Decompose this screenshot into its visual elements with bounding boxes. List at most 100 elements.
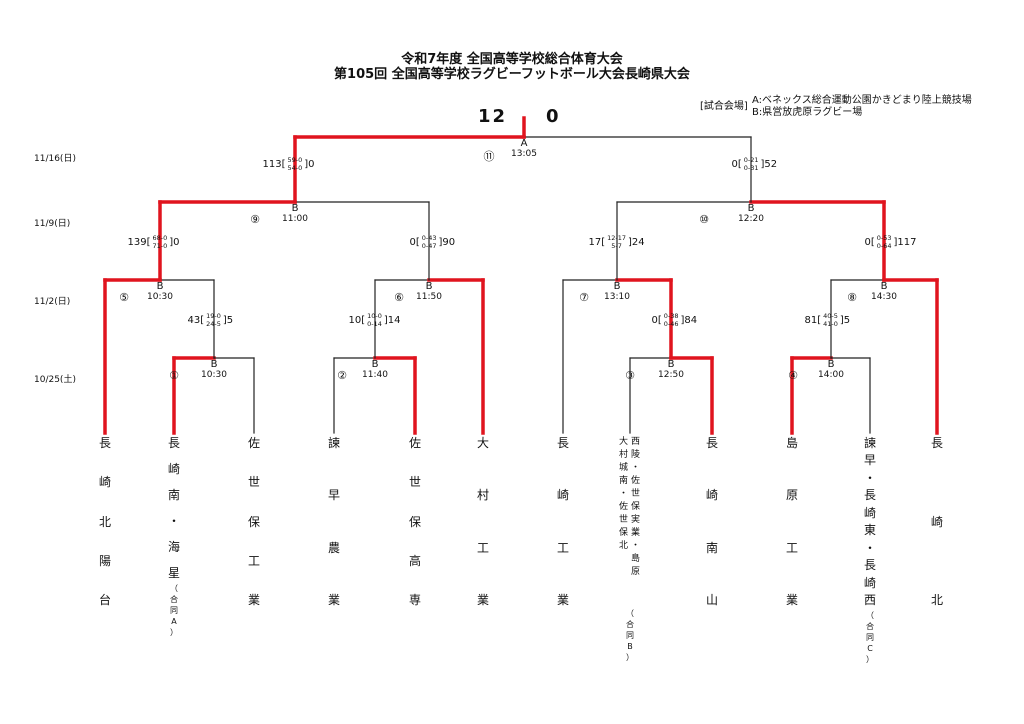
match-6-venue: B [425,281,433,292]
score-total-right: ]52 [760,158,778,170]
match-11-venue: A [520,138,528,149]
score-first-half: 68-0 [152,234,168,242]
match-1-venue: B [210,359,218,370]
score-total-left: 0[ [864,236,875,248]
match-11-time: 13:05 [511,149,537,159]
score-first-half: 0-53 [876,234,892,242]
score-second-half: 0-14 [367,320,382,328]
match-1-time: 10:30 [201,370,227,380]
venue-legend-label: [試合会場] [700,101,748,112]
match-9-venue: B [291,203,299,214]
final-score-left: 12 [478,106,508,127]
team-7-name-left-column: 大村城南・佐世保北 [618,437,628,551]
match-4-number: ④ [788,369,798,382]
score-first-half: 0-21 [743,156,759,164]
match-8-venue: B [880,281,888,292]
score-second-half: 5-7 [611,242,622,250]
match-10-time: 12:20 [738,214,764,224]
score-second-half: 24-5 [206,320,221,328]
score-second-half: 41-0 [823,320,838,328]
match-8-time: 14:30 [871,292,897,302]
final-score-right: 0 [546,106,561,127]
score-second-half: 0-46 [663,320,679,328]
score-first-half: 10-0 [367,312,382,320]
match-3-time: 12:50 [658,370,684,380]
score-total-left: 0[ [731,158,742,170]
match-5-venue: B [156,281,164,292]
score-first-half: 12-17 [607,234,627,242]
date-final: 11/16(日) [34,154,76,164]
score-total-right: ]14 [383,314,401,326]
match-9-number: ⑨ [250,213,260,226]
score-first-half: 19-0 [206,312,221,320]
score-second-half: 0-64 [876,242,892,250]
match-1-number: ① [169,369,179,382]
score-total-left: 17[ [588,236,606,248]
match-3-number: ③ [625,369,635,382]
match-5-time: 10:30 [147,292,173,302]
tournament-title-line1: 令和7年度 全国高等学校総合体育大会 [401,52,623,67]
score-second-half: 71-0 [152,242,168,250]
match-8-number: ⑧ [847,291,857,304]
match-3-venue: B [667,359,675,370]
venue-b: B:県営放虎原ラグビー場 [752,107,863,118]
score-total-left: 113[ [262,158,286,170]
score-total-right: ]5 [839,314,851,326]
score-first-half: 0-38 [663,312,679,320]
score-total-right: ]90 [438,236,456,248]
match-4-time: 14:00 [818,370,844,380]
score-total-left: 10[ [348,314,366,326]
tournament-title-line2: 第105回 全国高等学校ラグビーフットボール大会長崎県大会 [334,67,690,82]
match-6-number: ⑥ [394,291,404,304]
match-9-time: 11:00 [282,214,308,224]
match-7-time: 13:10 [604,292,630,302]
match-5-number: ⑤ [119,291,129,304]
date-round1: 10/25(土) [34,375,76,385]
match-2-number: ② [337,369,347,382]
match-11-number: ⑪ [483,150,495,163]
score-first-half: 59-0 [287,156,303,164]
team-7-name-right-column: 西陵・佐世保実業・島原 [630,437,640,577]
score-total-left: 0[ [651,314,662,326]
score-total-right: ]5 [222,314,234,326]
score-total-right: ]24 [628,236,645,248]
match-4-venue: B [827,359,835,370]
score-second-half: 0-47 [421,242,437,250]
match-10-number: ⑩ [699,213,709,226]
match-7-number: ⑦ [579,291,589,304]
score-total-right: ]117 [893,236,917,248]
match-10-venue: B [747,203,755,214]
score-second-half: 54-0 [287,164,303,172]
score-total-left: 139[ [127,236,151,248]
date-round3: 11/9(日) [34,219,71,229]
match-7-venue: B [613,281,621,292]
score-total-right: ]0 [169,236,180,248]
score-first-half: 0-43 [421,234,437,242]
venue-a: A:ベネックス総合運動公園かきどまり陸上競技場 [752,95,972,106]
score-first-half: 40-5 [823,312,838,320]
